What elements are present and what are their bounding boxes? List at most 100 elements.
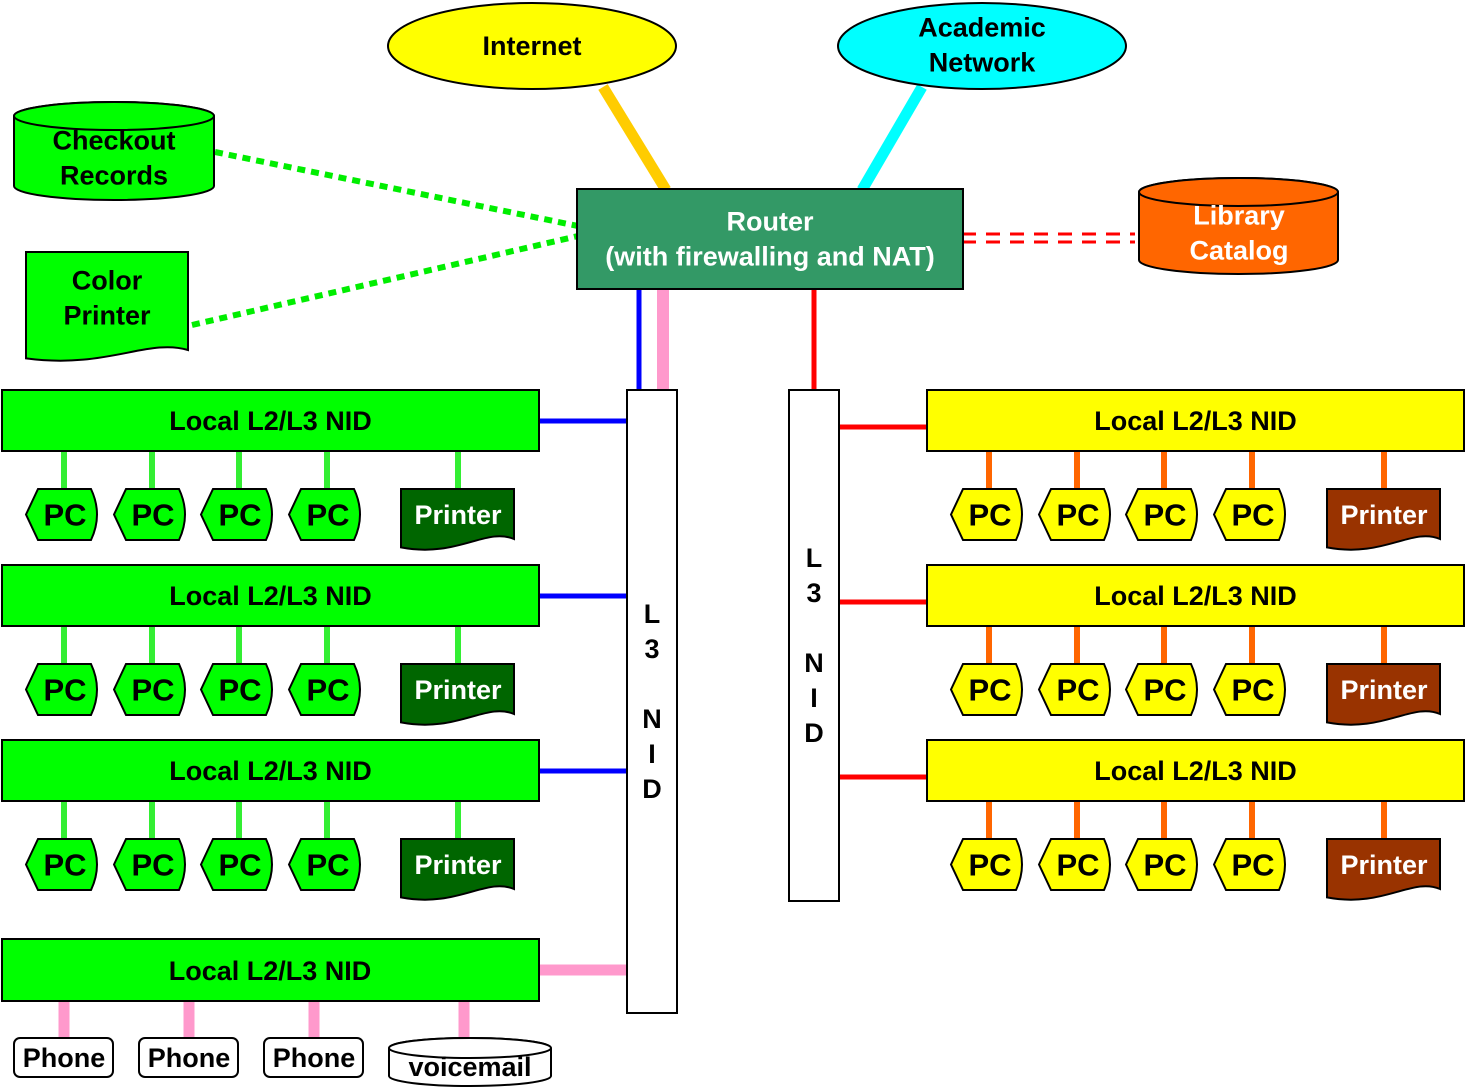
l3-nid-left-char: L [644, 599, 661, 629]
left-group-3-local-nid[interactable]: Local L2/L3 NID [1, 739, 540, 802]
pc[interactable]: PC [112, 663, 186, 716]
phone-label: Phone [148, 1043, 231, 1073]
router-label: (with firewalling and NAT) [605, 242, 934, 272]
pc[interactable]: PC [949, 663, 1023, 716]
printer[interactable]: Printer [400, 838, 515, 901]
pc[interactable]: PC [199, 488, 273, 541]
pc[interactable]: PC [199, 663, 273, 716]
phone-group-local-nid[interactable]: Local L2/L3 NID [1, 938, 540, 1002]
printer-shape [1326, 663, 1441, 726]
pc-shape [287, 488, 361, 541]
pc-shape [24, 488, 98, 541]
library-catalog-label: Library [1193, 201, 1285, 231]
pc[interactable]: PC [24, 838, 98, 891]
pc-label: PC [131, 498, 174, 533]
internet-link [598, 84, 671, 193]
left-group-1-local-nid[interactable]: Local L2/L3 NID [1, 389, 540, 452]
l3-nid-right-char: L [806, 543, 823, 573]
pc-shape [949, 488, 1023, 541]
right-group-1-local-nid[interactable]: Local L2/L3 NID [926, 389, 1465, 452]
pc[interactable]: PC [1212, 663, 1286, 716]
pc-shape [24, 838, 98, 891]
phone[interactable]: Phone [138, 1037, 239, 1078]
pc-label: PC [1056, 848, 1099, 883]
local-nid-box [1, 564, 540, 627]
voicemail-db[interactable]: voicemail [388, 1037, 552, 1087]
right-group-3-local-nid[interactable]: Local L2/L3 NID [926, 739, 1465, 802]
academic-label: Network [929, 48, 1037, 78]
printer[interactable]: Printer [400, 488, 515, 551]
phone-box [13, 1037, 114, 1078]
local-nid-label: Local L2/L3 NID [169, 581, 372, 611]
pc[interactable]: PC [199, 838, 273, 891]
pc-shape [1124, 838, 1198, 891]
left-group-2-local-nid[interactable]: Local L2/L3 NID [1, 564, 540, 627]
pc-shape [24, 663, 98, 716]
printer-shape [400, 663, 515, 726]
checkout-records-label: Checkout [52, 126, 175, 156]
local-nid-label: Local L2/L3 NID [169, 956, 372, 986]
printer-label: Printer [414, 500, 502, 530]
pc[interactable]: PC [1124, 663, 1198, 716]
pc-label: PC [131, 848, 174, 883]
pc[interactable]: PC [24, 663, 98, 716]
library-catalog-top [1138, 177, 1339, 207]
pc-label: PC [43, 673, 86, 708]
pc-shape [287, 663, 361, 716]
pc[interactable]: PC [949, 838, 1023, 891]
pc-label: PC [968, 498, 1011, 533]
phone[interactable]: Phone [263, 1037, 364, 1078]
pc[interactable]: PC [1124, 488, 1198, 541]
l3-nid-left-char: I [648, 739, 656, 769]
voicemail-label: voicemail [408, 1052, 531, 1082]
printer[interactable]: Printer [400, 663, 515, 726]
pc[interactable]: PC [112, 488, 186, 541]
pc[interactable]: PC [1212, 838, 1286, 891]
pc[interactable]: PC [1212, 488, 1286, 541]
academic-ellipse [837, 2, 1127, 90]
printer-label: Printer [1340, 675, 1428, 705]
l3-nid-right-char: 3 [806, 578, 821, 608]
right-group-2-local-nid[interactable]: Local L2/L3 NID [926, 564, 1465, 627]
pc-label: PC [1056, 498, 1099, 533]
pc-shape [199, 838, 273, 891]
internet-cloud[interactable]: Internet [387, 2, 677, 90]
pc[interactable]: PC [1037, 488, 1111, 541]
internet-label: Internet [482, 31, 581, 61]
router[interactable]: Router(with firewalling and NAT) [576, 188, 964, 290]
pc-shape [1124, 663, 1198, 716]
printer-shape [1326, 488, 1441, 551]
printer[interactable]: Printer [1326, 838, 1441, 901]
internet-ellipse [387, 2, 677, 90]
pc[interactable]: PC [287, 838, 361, 891]
left-group-1: Local L2/L3 NID PC PC PC PC Printer [1, 389, 540, 551]
phone[interactable]: Phone [13, 1037, 114, 1078]
printer[interactable]: Printer [1326, 663, 1441, 726]
pc[interactable]: PC [24, 488, 98, 541]
pc[interactable]: PC [287, 488, 361, 541]
printer[interactable]: Printer [1326, 488, 1441, 551]
pc[interactable]: PC [112, 838, 186, 891]
pc[interactable]: PC [1037, 663, 1111, 716]
pc[interactable]: PC [949, 488, 1023, 541]
pc[interactable]: PC [1124, 838, 1198, 891]
pc-label: PC [1143, 498, 1186, 533]
pc[interactable]: PC [1037, 838, 1111, 891]
pc-label: PC [1143, 848, 1186, 883]
academic-link [857, 84, 927, 193]
local-nid-box [1, 389, 540, 452]
voicemail-top [388, 1037, 552, 1059]
local-nid-label: Local L2/L3 NID [169, 756, 372, 786]
right-group-1: Local L2/L3 NID PC PC PC PC Printer [926, 389, 1465, 551]
pc[interactable]: PC [287, 663, 361, 716]
left-group-3: Local L2/L3 NID PC PC PC PC Printer [1, 739, 540, 901]
